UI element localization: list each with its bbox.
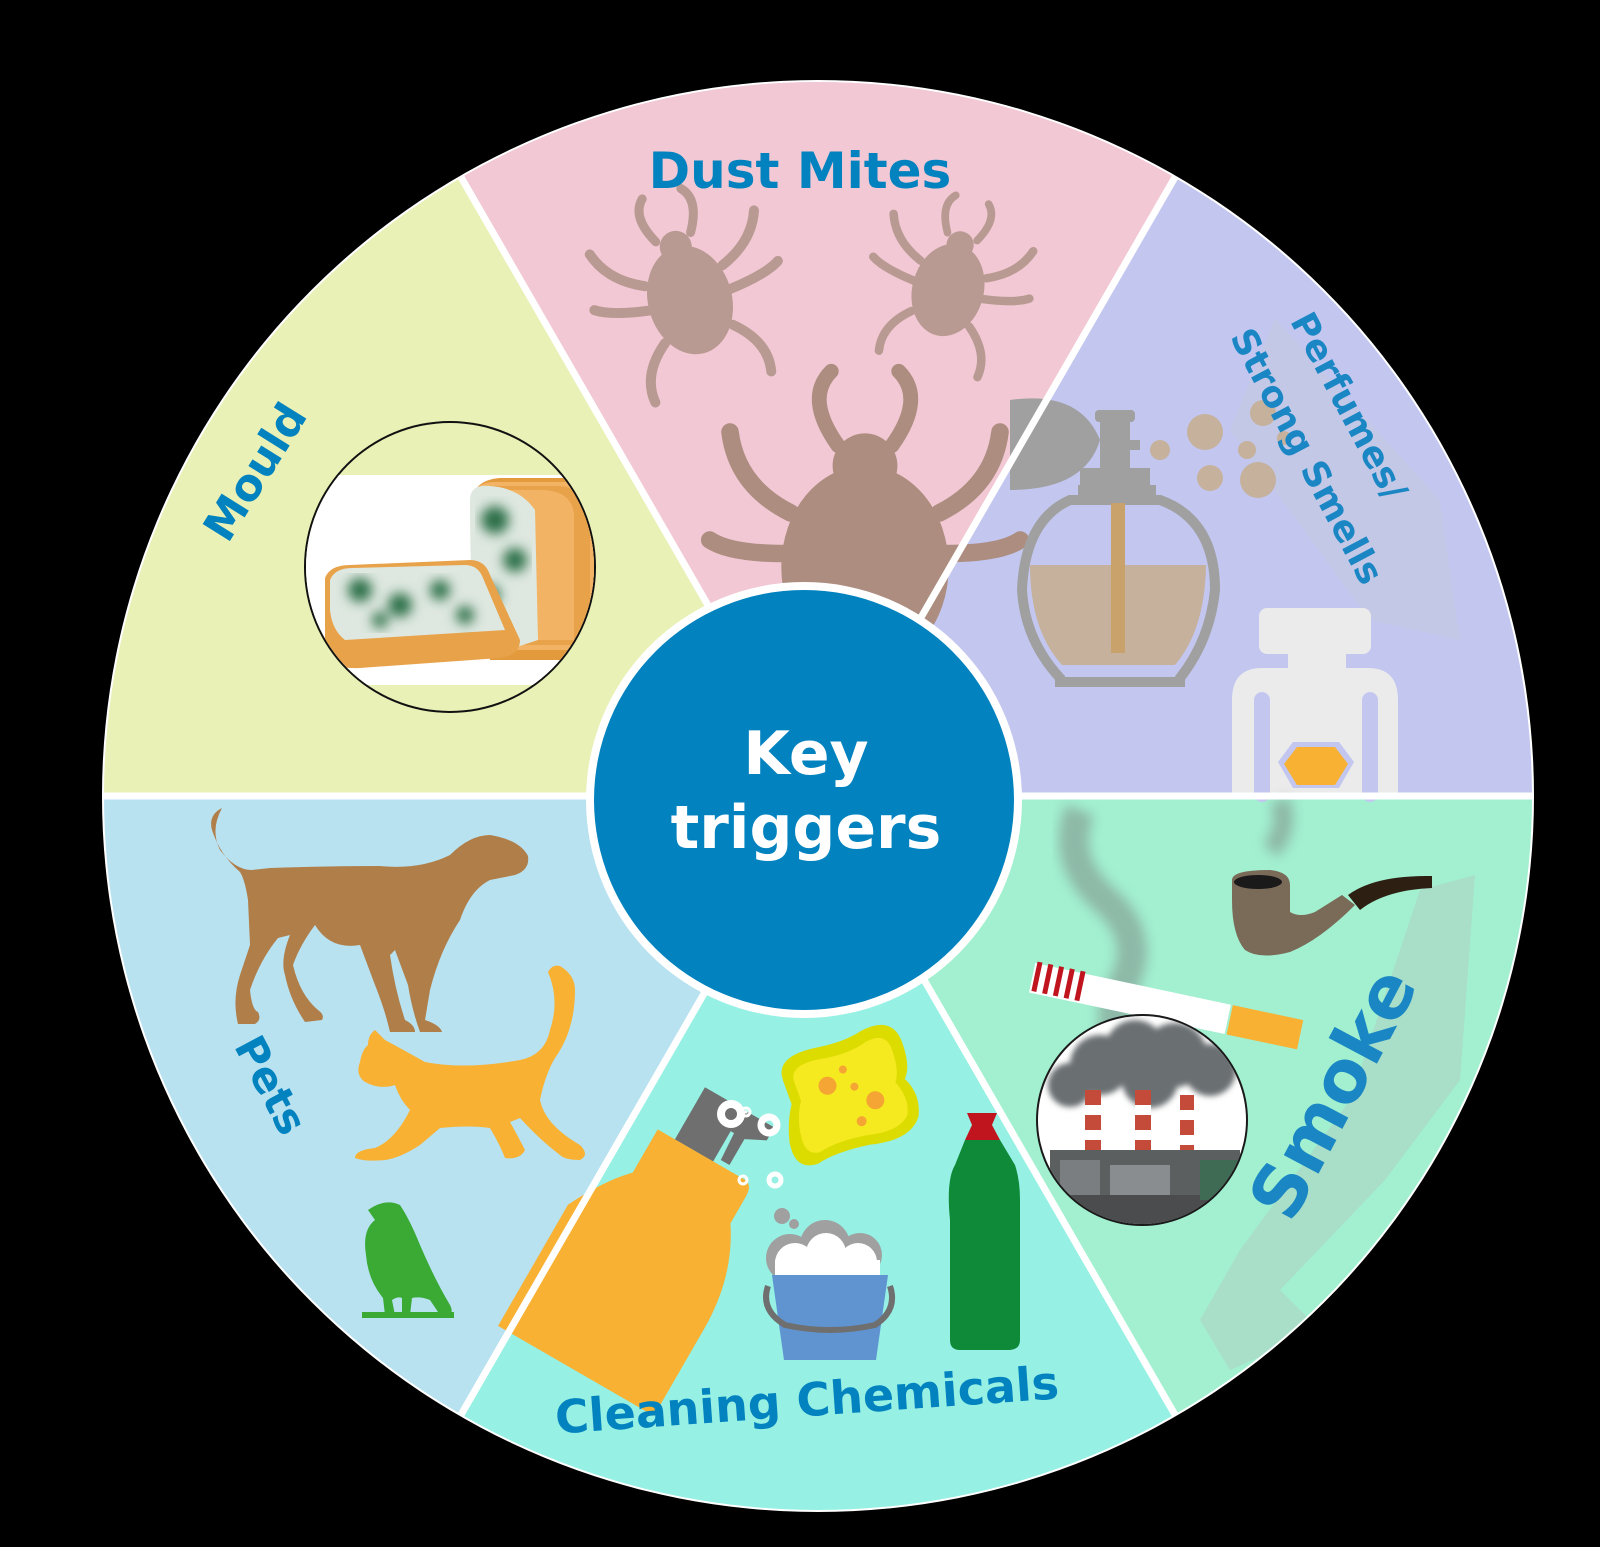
bucket-icon <box>763 1208 896 1360</box>
label-dust-mites: Dust Mites <box>649 142 952 200</box>
bird-icon <box>362 1202 454 1318</box>
center-title-line2: triggers <box>671 793 942 863</box>
mouldy-bread-icon <box>304 421 596 713</box>
perfume-bottle-icon <box>1232 608 1398 802</box>
cat-icon <box>355 965 585 1161</box>
center-title-line1: Key <box>743 719 868 789</box>
dust-mite-icon <box>869 191 1038 382</box>
sponge-icon <box>781 1024 919 1166</box>
detergent-bottle-icon <box>948 1113 1020 1350</box>
spray-droplets-icon <box>1150 400 1291 498</box>
cigarette-icon <box>1029 961 1304 1050</box>
factory-chimney-icon <box>1036 1014 1248 1226</box>
center-hub: Key triggers <box>586 582 1022 1018</box>
perfume-atomizer-icon <box>1010 398 1221 687</box>
dog-icon <box>211 808 529 1032</box>
pipe-icon <box>1232 870 1432 956</box>
dust-mite-icon <box>584 184 783 408</box>
